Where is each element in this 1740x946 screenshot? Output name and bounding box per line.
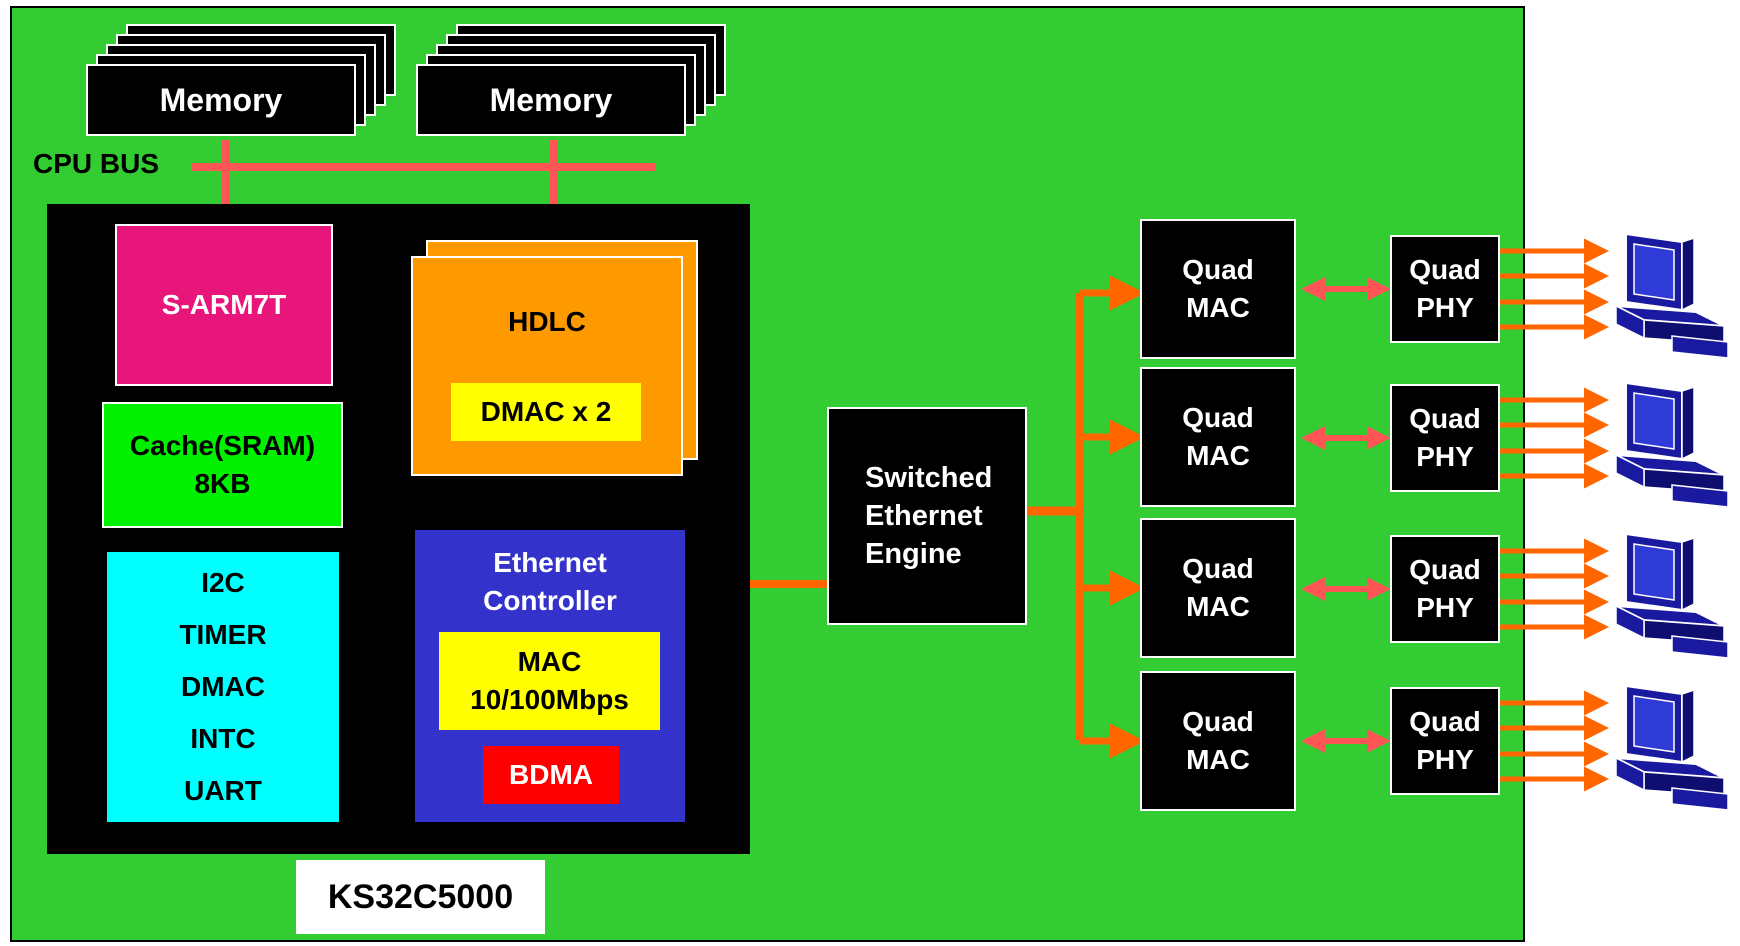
quad-phy-3: Quad PHY	[1390, 535, 1500, 643]
quad-mac-line1: Quad	[1182, 706, 1254, 737]
cpu-core: S-ARM7T	[115, 224, 333, 386]
engine-line3: Engine	[865, 538, 962, 570]
computer-icon	[1615, 684, 1729, 811]
quad-phy-line1: Quad	[1409, 403, 1481, 434]
periph-intc: INTC	[190, 723, 256, 754]
quad-mac-2: Quad MAC	[1140, 367, 1296, 507]
computer-icon	[1615, 532, 1729, 659]
quad-mac-1: Quad MAC	[1140, 219, 1296, 359]
memory-card-front: Memory	[86, 64, 356, 136]
mac-label: MAC	[517, 646, 582, 677]
quad-phy-line1: Quad	[1409, 554, 1481, 585]
phy-port-lines	[1500, 238, 1609, 792]
quad-phy-line1: Quad	[1409, 706, 1481, 737]
periph-uart: UART	[184, 775, 262, 806]
computer-icon	[1615, 232, 1729, 359]
cache-label: Cache(SRAM)	[129, 430, 316, 461]
quad-mac-line2: MAC	[1186, 591, 1250, 622]
quad-mac-4: Quad MAC	[1140, 671, 1296, 811]
quad-phy-line2: PHY	[1416, 292, 1474, 323]
quad-mac-line2: MAC	[1186, 744, 1250, 775]
periph-timer: TIMER	[179, 619, 267, 650]
cache-block: Cache(SRAM) 8KB	[102, 402, 343, 528]
ethernet-controller-title: Ethernet Controller	[415, 544, 685, 620]
quad-mac-line2: MAC	[1186, 292, 1250, 323]
memory-card-front: Memory	[416, 64, 686, 136]
chip-name: KS32C5000	[296, 860, 545, 934]
eth-title-line2: Controller	[483, 585, 617, 616]
chip-name-label: KS32C5000	[327, 877, 514, 916]
quad-phy-line1: Quad	[1409, 254, 1481, 285]
quad-phy-line2: PHY	[1416, 744, 1474, 775]
peripherals-block: I2C TIMER DMAC INTC UART	[107, 552, 339, 822]
quad-phy-1: Quad PHY	[1390, 235, 1500, 343]
eth-title-line1: Ethernet	[493, 547, 607, 578]
hdlc-dmac-label: DMAC x 2	[480, 396, 612, 427]
cpu-bus-label: CPU BUS	[33, 148, 160, 179]
mac-block: MAC 10/100Mbps	[439, 632, 660, 730]
cpu-label: S-ARM7T	[161, 289, 287, 320]
quad-phy-line2: PHY	[1416, 441, 1474, 472]
quad-phy-2: Quad PHY	[1390, 384, 1500, 492]
mac-speed: 10/100Mbps	[470, 684, 629, 715]
bdma-label: BDMA	[509, 759, 593, 790]
bdma-block: BDMA	[483, 746, 619, 804]
mac-branches	[1080, 275, 1145, 759]
hdlc-label: HDLC	[508, 306, 586, 337]
switch-engine: Switched Ethernet Engine	[827, 407, 1027, 625]
hdlc-dmac: DMAC x 2	[451, 383, 641, 441]
memory-label: Memory	[159, 81, 283, 118]
quad-mac-line1: Quad	[1182, 553, 1254, 584]
computer-icon	[1615, 381, 1729, 508]
memory-label: Memory	[489, 81, 613, 118]
mac-phy-arrows	[1301, 277, 1391, 753]
periph-dmac: DMAC	[181, 671, 265, 702]
quad-phy-4: Quad PHY	[1390, 687, 1500, 795]
engine-line1: Switched	[865, 462, 993, 494]
quad-mac-line2: MAC	[1186, 440, 1250, 471]
quad-mac-line1: Quad	[1182, 402, 1254, 433]
engine-line2: Ethernet	[865, 500, 983, 532]
quad-mac-3: Quad MAC	[1140, 518, 1296, 658]
hdlc-block: HDLC	[411, 256, 683, 476]
periph-i2c: I2C	[201, 567, 245, 598]
quad-mac-line1: Quad	[1182, 254, 1254, 285]
cache-size: 8KB	[194, 468, 251, 499]
quad-phy-line2: PHY	[1416, 592, 1474, 623]
